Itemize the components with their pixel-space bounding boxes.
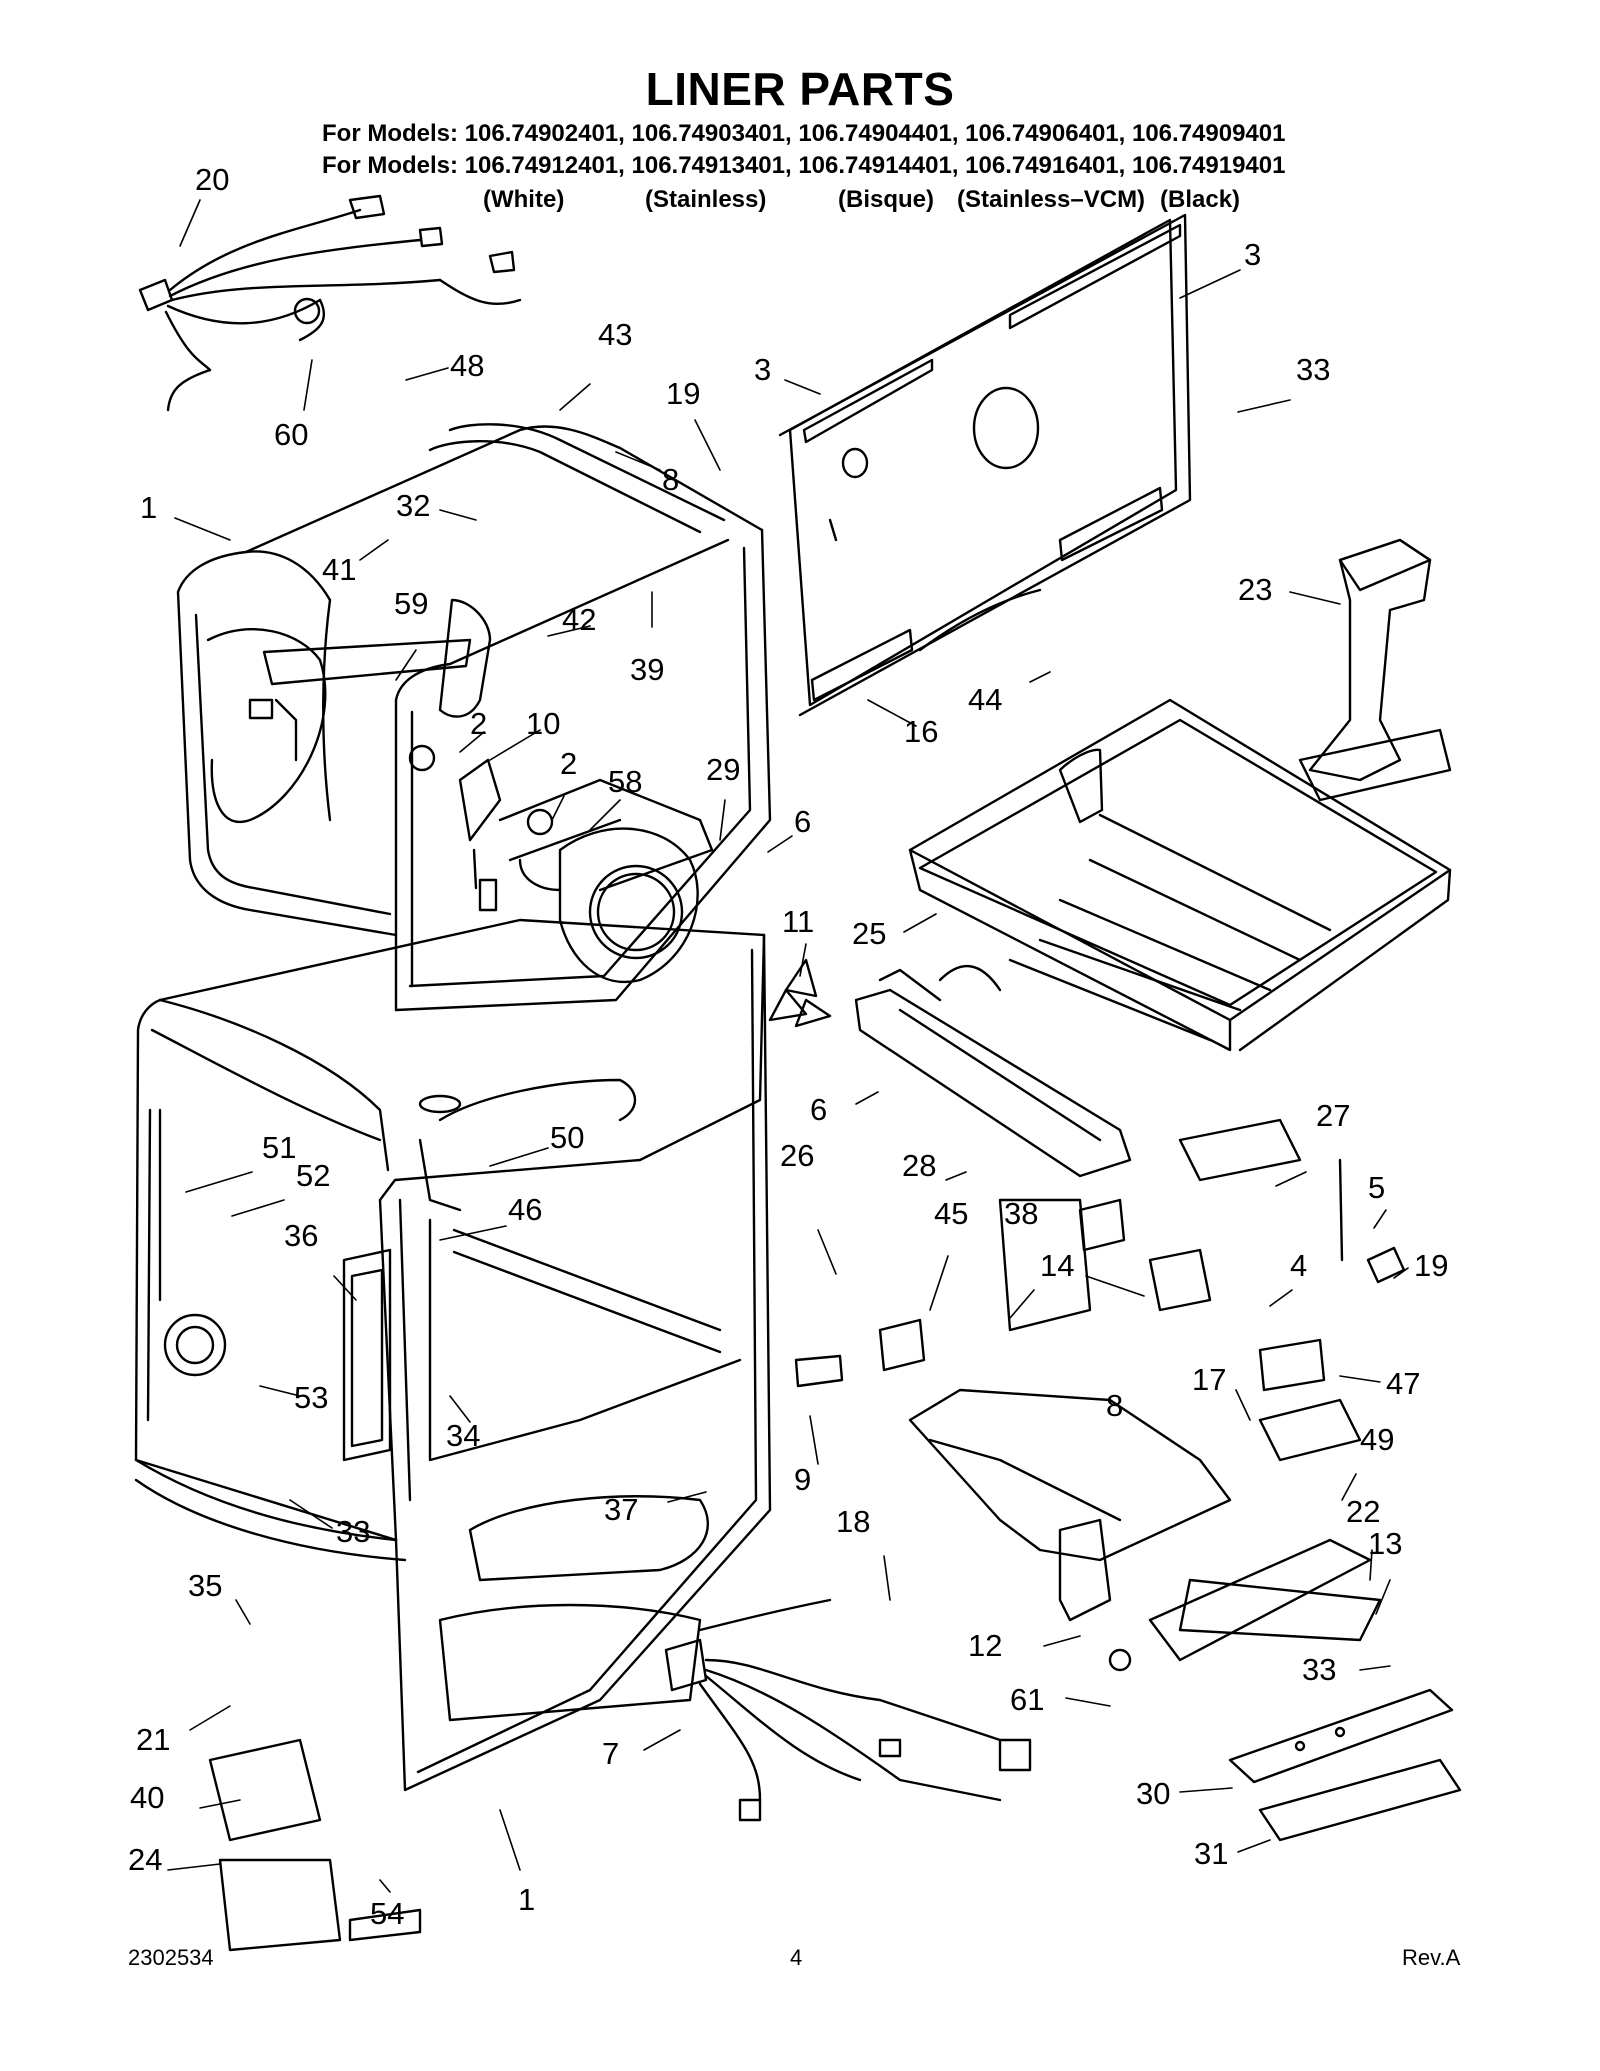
callout-45: 45 bbox=[934, 1196, 968, 1231]
callout-10: 10 bbox=[526, 706, 560, 741]
callout-24: 24 bbox=[128, 1842, 162, 1877]
callout-60: 60 bbox=[274, 417, 308, 452]
callout-61: 61 bbox=[1010, 1682, 1044, 1717]
air-tower-part-23 bbox=[1298, 538, 1452, 802]
callout-14: 14 bbox=[1040, 1248, 1074, 1283]
callout-47: 47 bbox=[1386, 1366, 1420, 1401]
callout-51: 51 bbox=[262, 1130, 296, 1165]
callout-33-left: 33 bbox=[336, 1514, 370, 1549]
callout-33-top: 33 bbox=[1296, 352, 1330, 387]
tray-part-25 bbox=[908, 698, 1452, 1052]
callout-5: 5 bbox=[1368, 1170, 1385, 1205]
callout-32: 32 bbox=[396, 488, 430, 523]
revision-label: Rev.A bbox=[1402, 1945, 1461, 1970]
callout-22: 22 bbox=[1346, 1494, 1380, 1529]
small-parts bbox=[208, 1118, 1406, 1952]
fan-blade-part-11 bbox=[768, 958, 832, 1028]
callout-50: 50 bbox=[550, 1120, 584, 1155]
callout-37: 37 bbox=[604, 1492, 638, 1527]
callout-2-mid: 2 bbox=[560, 746, 577, 781]
lower-liner bbox=[134, 918, 772, 1792]
finish-stainless: (Stainless) bbox=[645, 186, 767, 213]
callout-16: 16 bbox=[904, 714, 938, 749]
callout-labels: 20 3 3 43 48 19 33 60 8 1 32 41 42 39 23… bbox=[128, 162, 1448, 1931]
models-line-2: For Models: 106.74912401, 106.74913401, … bbox=[322, 152, 1286, 179]
callout-23: 23 bbox=[1238, 572, 1272, 607]
callout-13: 13 bbox=[1368, 1526, 1402, 1561]
callout-19-right: 19 bbox=[1414, 1248, 1448, 1283]
callout-3-top: 3 bbox=[1244, 237, 1261, 272]
finish-black: (Black) bbox=[1160, 186, 1241, 213]
callout-6-bottom: 6 bbox=[810, 1092, 827, 1127]
finish-bisque: (Bisque) bbox=[838, 186, 934, 213]
callout-9: 9 bbox=[794, 1462, 811, 1497]
callout-6-top: 6 bbox=[794, 804, 811, 839]
finish-list: (White) (Stainless) (Bisque) (Stainless–… bbox=[0, 186, 1600, 216]
callout-18: 18 bbox=[836, 1504, 870, 1539]
callout-12: 12 bbox=[968, 1628, 1002, 1663]
callout-44: 44 bbox=[968, 682, 1002, 717]
callout-49: 49 bbox=[1360, 1422, 1394, 1457]
callout-20: 20 bbox=[195, 162, 229, 197]
page-number: 4 bbox=[790, 1945, 803, 1970]
callout-33-right: 33 bbox=[1302, 1652, 1336, 1687]
callout-52: 52 bbox=[296, 1158, 330, 1193]
callout-11: 11 bbox=[782, 904, 814, 939]
rear-panel bbox=[778, 213, 1192, 717]
callout-2-left: 2 bbox=[470, 706, 487, 741]
leader-lines bbox=[167, 199, 1409, 1893]
wire-harness-part-7 bbox=[664, 1598, 1032, 1822]
page-title: LINER PARTS bbox=[645, 63, 955, 115]
channel-part-28 bbox=[854, 965, 1132, 1178]
control-housing bbox=[908, 1388, 1382, 1672]
callout-1-bottom: 1 bbox=[518, 1882, 535, 1917]
callout-4: 4 bbox=[1290, 1248, 1307, 1283]
callout-7: 7 bbox=[602, 1736, 619, 1771]
callout-36: 36 bbox=[284, 1218, 318, 1253]
finish-white: (White) bbox=[483, 186, 565, 213]
callout-59: 59 bbox=[394, 586, 428, 621]
callout-43: 43 bbox=[598, 317, 632, 352]
wire-harness-part-20 bbox=[138, 194, 522, 412]
callout-17: 17 bbox=[1192, 1362, 1226, 1397]
callout-42: 42 bbox=[562, 602, 596, 637]
callout-35: 35 bbox=[188, 1568, 222, 1603]
callout-58: 58 bbox=[608, 764, 642, 799]
document-number: 2302534 bbox=[128, 1945, 214, 1970]
callout-29: 29 bbox=[706, 752, 740, 787]
evaporator-cover-part-36 bbox=[342, 1248, 392, 1462]
finish-stainless-vcm: (Stainless–VCM) bbox=[957, 186, 1146, 213]
callout-31: 31 bbox=[1194, 1836, 1228, 1871]
callout-38: 38 bbox=[1004, 1196, 1038, 1231]
callout-39: 39 bbox=[630, 652, 664, 687]
callout-1-top: 1 bbox=[140, 490, 157, 525]
callout-27: 27 bbox=[1316, 1098, 1350, 1133]
fan-shroud-assembly bbox=[262, 598, 714, 984]
callout-21: 21 bbox=[136, 1722, 170, 1757]
callout-19-top: 19 bbox=[666, 376, 700, 411]
callout-34: 34 bbox=[446, 1418, 480, 1453]
callout-53: 53 bbox=[294, 1380, 328, 1415]
callout-26: 26 bbox=[780, 1138, 814, 1173]
callout-48: 48 bbox=[450, 348, 484, 383]
models-line-1: For Models: 106.74902401, 106.74903401, … bbox=[322, 120, 1286, 147]
callout-28: 28 bbox=[902, 1148, 936, 1183]
callout-8-top: 8 bbox=[662, 462, 679, 497]
callout-3-left: 3 bbox=[754, 352, 771, 387]
callout-30: 30 bbox=[1136, 1776, 1170, 1811]
callout-41: 41 bbox=[322, 552, 356, 587]
callout-8-bottom: 8 bbox=[1106, 1388, 1123, 1423]
callout-25: 25 bbox=[852, 916, 886, 951]
callout-46: 46 bbox=[508, 1192, 542, 1227]
callout-54: 54 bbox=[370, 1896, 404, 1931]
control-panel-parts-30-31 bbox=[1228, 1688, 1462, 1842]
callout-40: 40 bbox=[130, 1780, 164, 1815]
